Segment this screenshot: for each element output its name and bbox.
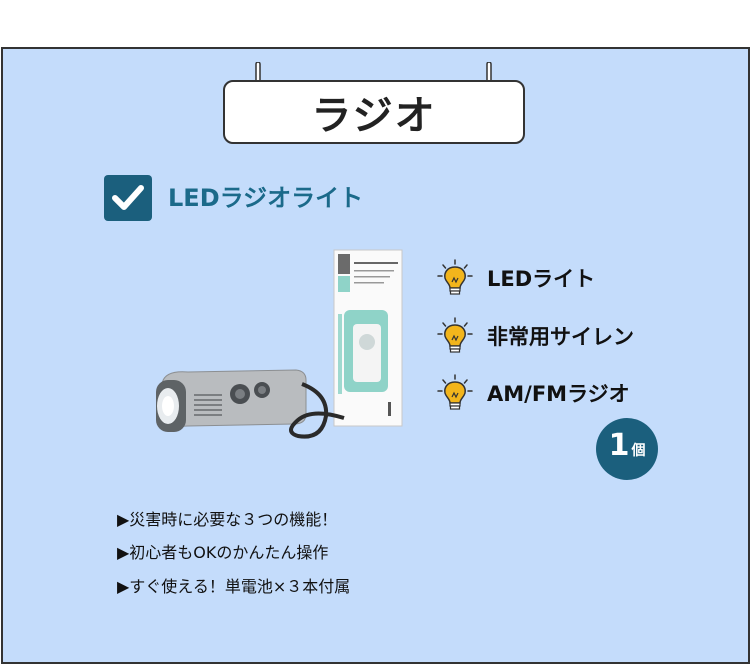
- lightbulb-icon: [437, 374, 473, 410]
- feature-item: 非常用サイレン: [435, 316, 634, 356]
- feature-item: LEDライト: [435, 258, 595, 298]
- lightbulb-icon: [437, 259, 473, 295]
- checkbox-checked: [104, 175, 152, 221]
- feature-label: AM/FMラジオ: [487, 382, 630, 406]
- feature-label: LEDライト: [487, 267, 596, 291]
- quantity-badge: 1 個: [596, 418, 658, 480]
- note-line: ▶すぐ使える！単電池×３本付属: [117, 577, 351, 596]
- sign-title: ラジオ: [311, 93, 437, 139]
- quantity-number: 1: [608, 428, 630, 463]
- checkmark-icon: [112, 185, 144, 210]
- product-name: LEDラジオライト: [168, 184, 364, 212]
- title-sign: ラジオ: [223, 80, 525, 144]
- feature-item: AM/FMラジオ: [435, 373, 630, 413]
- product-image: [156, 249, 403, 439]
- note-line: ▶初心者もOKのかんたん操作: [117, 543, 329, 562]
- feature-label: 非常用サイレン: [487, 325, 634, 349]
- lightbulb-icon: [437, 317, 473, 353]
- quantity-unit: 個: [631, 443, 646, 459]
- note-line: ▶災害時に必要な３つの機能！: [117, 510, 338, 529]
